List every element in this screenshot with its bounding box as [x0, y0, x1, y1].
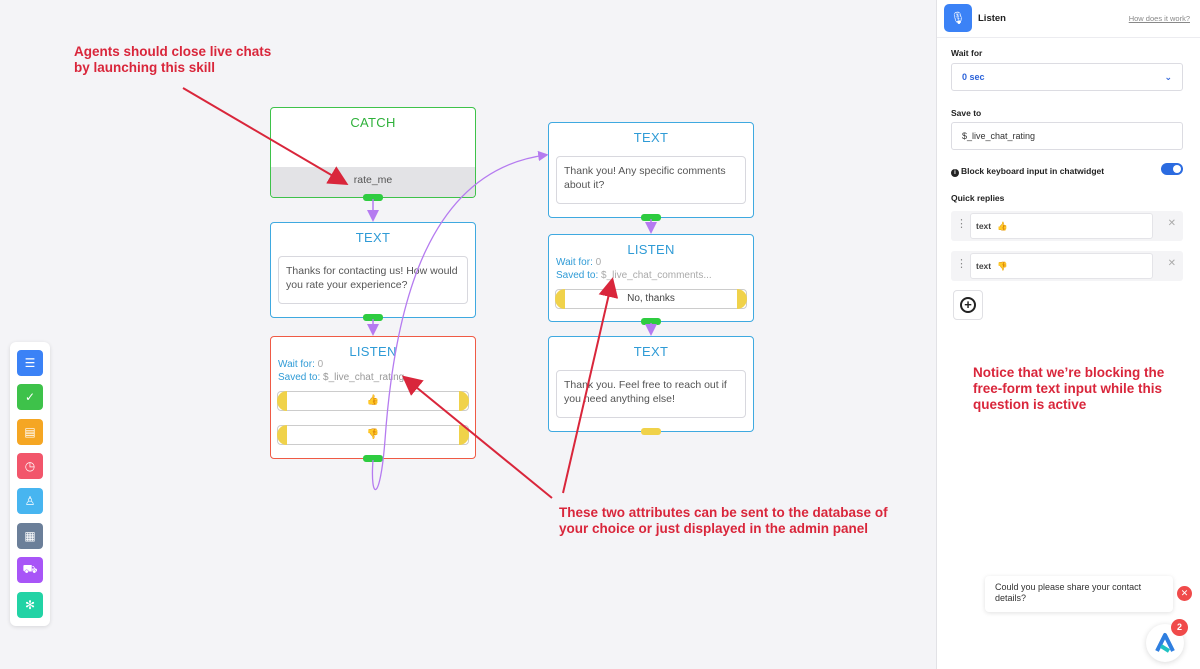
reply-value: 👎 [997, 261, 1008, 271]
listen-node-1-title: LISTEN [349, 344, 397, 359]
quick-reply-1-input[interactable]: text 👍 [970, 213, 1153, 239]
close-icon[interactable]: ✕ [1167, 258, 1176, 269]
text-node-1[interactable]: TEXT Thanks for contacting us! How would… [270, 222, 476, 321]
save-to-input[interactable]: $_live_chat_rating [951, 122, 1183, 150]
listen-node-2-output-port[interactable] [641, 318, 661, 325]
catch-event-label: rate_me [271, 167, 475, 197]
chat-widget-message[interactable]: Could you please share your contact deta… [985, 576, 1173, 612]
notification-badge: 2 [1171, 619, 1188, 636]
annotation-launch-skill: Agents should close live chats by launch… [74, 44, 272, 75]
chevron-down-icon: ⌄ [1164, 72, 1172, 82]
save-to-label: Save to [951, 108, 982, 118]
quick-reply-2: ⋮ text 👎 ✕ [951, 251, 1183, 281]
cart-icon[interactable]: ⛟ [17, 557, 43, 583]
saved-label: Saved to: [556, 270, 599, 281]
wait-value: 0 [317, 359, 324, 370]
wait-value: 0 [595, 257, 602, 268]
logo-icon [1155, 633, 1175, 653]
listen-node-2-title: LISTEN [627, 242, 675, 257]
listen-node-2-wait: Wait for: 0 [556, 257, 601, 268]
annotation-block-input: Notice that we’re blocking the free-form… [973, 365, 1165, 412]
quick-reply-2-input[interactable]: text 👎 [970, 253, 1153, 279]
reply-type: text [976, 221, 992, 231]
listen-node-2-saved: Saved to: $_live_chat_comments... [556, 270, 712, 281]
text-node-2-message: Thank you! Any specific comments about i… [556, 156, 746, 204]
listen-node-1-saved: Saved to: $_live_chat_rating [278, 372, 404, 383]
help-link[interactable]: How does it work? [1128, 14, 1190, 23]
info-icon: i [951, 169, 959, 177]
saved-value: $_live_chat_comments... [601, 270, 712, 281]
panel-header: 🎙 Listen How does it work? [937, 0, 1200, 38]
reply-thumbs-down[interactable]: 👎 [277, 425, 469, 445]
quick-reply-1: ⋮ text 👍 ✕ [951, 211, 1183, 241]
add-quick-reply-button[interactable]: + [953, 290, 983, 320]
wait-for-value: 0 sec [962, 72, 985, 82]
close-icon[interactable]: ✕ [1177, 586, 1192, 601]
text-icon[interactable]: ☰ [17, 350, 43, 376]
user-icon[interactable]: ♙ [17, 488, 43, 514]
text-node-2-title: TEXT [633, 130, 669, 145]
wait-for-select[interactable]: 0 sec ⌄ [951, 63, 1183, 91]
calendar-icon[interactable]: ▦ [17, 523, 43, 549]
form-icon[interactable]: ▤ [17, 419, 43, 445]
text-node-1-output-port[interactable] [363, 314, 383, 321]
text-node-2-output-port[interactable] [641, 214, 661, 221]
quick-replies-label: Quick replies [951, 193, 1005, 203]
toggle-knob [1173, 165, 1181, 173]
listen-node-1[interactable]: LISTEN Wait for: 0 Saved to: $_live_chat… [270, 336, 476, 462]
timer-icon[interactable]: ◷ [17, 453, 43, 479]
close-icon[interactable]: ✕ [1167, 218, 1176, 229]
wait-label: Wait for: [278, 359, 315, 370]
text-node-1-message: Thanks for contacting us! How would you … [278, 256, 468, 304]
panel-title: Listen [978, 13, 1006, 24]
text-node-3-message: Thank you. Feel free to reach out if you… [556, 370, 746, 418]
listen-node-1-wait: Wait for: 0 [278, 359, 323, 370]
text-node-3-title: TEXT [633, 344, 669, 359]
block-keyboard-toggle[interactable] [1161, 163, 1183, 175]
text-node-3[interactable]: TEXT Thank you. Feel free to reach out i… [548, 336, 754, 435]
reply-thumbs-up[interactable]: 👍 [277, 391, 469, 411]
listen-node-2[interactable]: LISTEN Wait for: 0 Saved to: $_live_chat… [548, 234, 754, 325]
saved-label: Saved to: [278, 372, 321, 383]
wait-label: Wait for: [556, 257, 593, 268]
catch-node-title: CATCH [350, 115, 396, 130]
saved-value: $_live_chat_rating [323, 372, 405, 383]
properties-panel: 🎙 Listen How does it work? Wait for 0 se… [936, 0, 1200, 669]
reply-type: text [976, 261, 992, 271]
plus-icon: + [960, 297, 976, 313]
flow-canvas[interactable]: CATCH rate_me TEXT Thanks for contacting… [0, 0, 936, 669]
skill-toolbar: ☰ ✓ ▤ ◷ ♙ ▦ ⛟ ✻ [10, 342, 50, 626]
reply-value: 👍 [997, 221, 1008, 231]
drag-handle-icon[interactable]: ⋮ [956, 218, 967, 230]
block-keyboard-text: Block keyboard input in chatwidget [961, 166, 1105, 176]
text-node-1-title: TEXT [355, 230, 391, 245]
annotation-attributes: These two attributes can be sent to the … [559, 505, 888, 536]
catch-node[interactable]: CATCH rate_me [270, 107, 476, 201]
reply-no-thanks[interactable]: No, thanks [555, 289, 747, 309]
text-node-2[interactable]: TEXT Thank you! Any specific comments ab… [548, 122, 754, 221]
drag-handle-icon[interactable]: ⋮ [956, 258, 967, 270]
microphone-icon: 🎙 [944, 4, 972, 32]
puzzle-icon[interactable]: ✻ [17, 592, 43, 618]
wait-for-label: Wait for [951, 48, 983, 58]
text-node-3-output-port[interactable] [641, 428, 661, 435]
check-icon[interactable]: ✓ [17, 384, 43, 410]
catch-output-port[interactable] [363, 194, 383, 201]
listen-node-1-output-port[interactable] [363, 455, 383, 462]
